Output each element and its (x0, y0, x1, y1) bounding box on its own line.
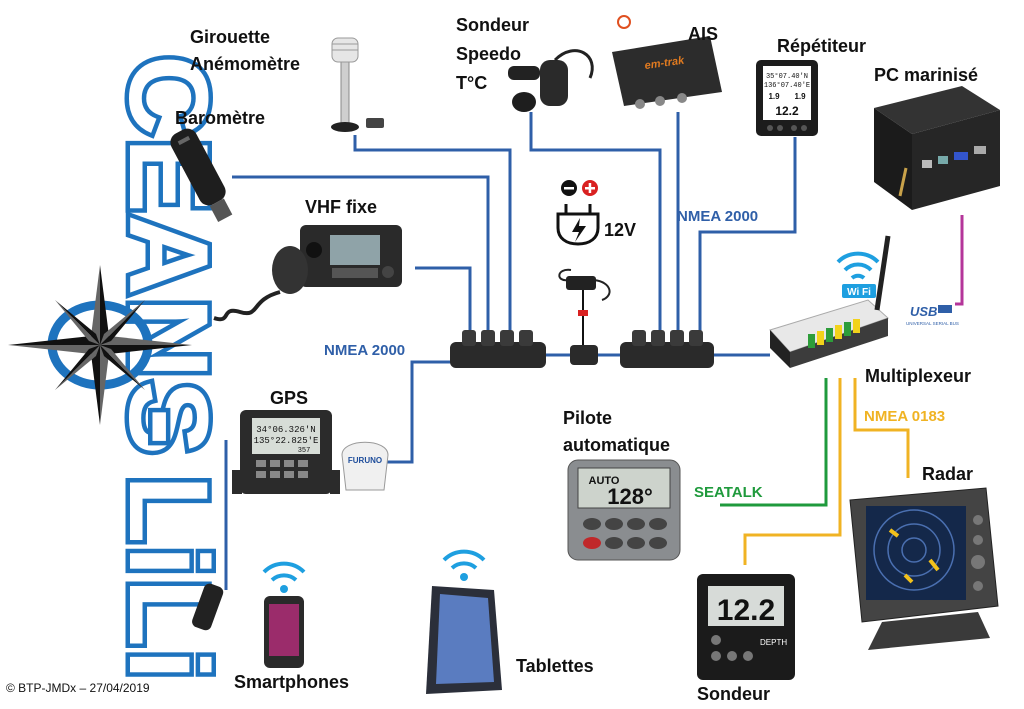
label-pilote-line1: Pilote (563, 408, 612, 428)
tablet-wifi-icon (442, 549, 486, 581)
usb-text: USB (910, 304, 937, 319)
brand-word-lili: LiLi (106, 475, 231, 682)
footer-copyright: © BTP-JMDx – 27/04/2019 (6, 681, 150, 695)
gps-heading: 357 (298, 447, 311, 455)
nmea2000-backbone-right (620, 330, 714, 368)
radar-display (849, 487, 999, 650)
ais-transponder: em-trak (612, 15, 722, 109)
gps-lon: 135°22.825'E (254, 436, 319, 446)
pilot-mode: AUTO (589, 475, 620, 487)
label-nmea2000-left: NMEA 2000 (324, 342, 405, 359)
repeater-val1: 1.9 (768, 92, 780, 101)
label-radar: Radar (922, 464, 973, 484)
label-smartphones: Smartphones (234, 672, 349, 692)
wire-seatalk (720, 378, 828, 507)
marine-pc (874, 86, 1000, 210)
label-ais: AIS (688, 24, 718, 44)
gps-brand: FURUNO (348, 456, 382, 465)
label-girouette: Girouette (190, 27, 270, 47)
pilot-heading: 128° (607, 484, 653, 509)
wire-gps (384, 360, 456, 464)
depth-label: DEPTH (760, 638, 787, 647)
wifi-badge-text: Wi Fi (847, 287, 871, 298)
gps-receiver: 34°06.326'N 135°22.825'E 357 (232, 410, 340, 494)
label-nmea2000-right: NMEA 2000 (677, 208, 758, 225)
gps-antenna: FURUNO (341, 441, 389, 491)
label-nmea0183: NMEA 0183 (864, 408, 945, 425)
nmea2000-wires (224, 112, 797, 590)
vhf-radio (213, 225, 402, 322)
label-tablettes: Tablettes (516, 656, 594, 676)
label-speedo: Speedo (456, 44, 521, 64)
usb-subtext: UNIVERSAL SERIAL BUS (906, 321, 959, 326)
label-pc-marinise: PC marinisé (874, 65, 978, 85)
wind-sensor (331, 37, 384, 132)
label-pilote-line2: automatique (563, 435, 670, 455)
label-anemometre: Anémomètre (190, 54, 300, 74)
speedo-transducer (508, 49, 594, 112)
gps-lat: 34°06.326'N (256, 425, 315, 435)
label-repetiteur: Répétiteur (777, 36, 866, 56)
label-temperature: T°C (456, 73, 487, 93)
label-vhf-fixe: VHF fixe (305, 197, 377, 217)
wire-girouette (353, 135, 512, 336)
label-barometre: Baromètre (175, 108, 265, 128)
power-supply (556, 180, 611, 316)
repeater-display: 35°07.40'N 136°07.40'E 1.9 1.9 12.2 (756, 60, 818, 136)
repeater-lat: 35°07.40'N (766, 72, 808, 81)
label-seatalk: SEATALK (694, 484, 763, 501)
smartphone-device (262, 561, 306, 668)
label-gps: GPS (270, 388, 308, 408)
repeater-lon: 136°07.40'E (764, 81, 810, 90)
label-12v: 12V (604, 220, 636, 240)
smartphone-wifi-icon (262, 561, 306, 593)
depth-value: 12.2 (717, 594, 775, 627)
wire-barometre (232, 175, 490, 336)
power-tee-connector (570, 345, 598, 365)
wire-sondeur-top (529, 112, 662, 336)
ais-brand: em-trak (644, 55, 686, 73)
wire-usb (955, 215, 964, 306)
device-labels: Girouette Anémomètre Baromètre Sondeur S… (175, 15, 978, 704)
wire-repetiteur (698, 137, 797, 336)
depth-sounder: 12.2 DEPTH (697, 574, 795, 680)
label-multiplexeur: Multiplexeur (865, 366, 971, 386)
autopilot-controller: AUTO 128° (567, 459, 681, 561)
compass-rose-icon (8, 265, 192, 425)
brand-dash: - (106, 408, 231, 445)
multiplexer-wifi-icon: Wi Fi (836, 251, 880, 298)
brand-logo: CEANS LiLi - (8, 51, 236, 687)
network-labels: NMEA 2000 NMEA 2000 NMEA 0183 SEATALK (324, 208, 945, 501)
wire-vhf (415, 266, 472, 336)
label-sondeur-top: Sondeur (456, 15, 529, 35)
gps-plug (192, 583, 224, 631)
repeater-val2: 1.9 (794, 92, 806, 101)
nmea2000-backbone-left (450, 330, 546, 368)
wire-nmea0183-sondeur (743, 378, 842, 565)
multiplexer-device (769, 235, 891, 368)
usb-logo: USB UNIVERSAL SERIAL BUS (906, 304, 959, 326)
label-sondeur-bottom: Sondeur (697, 684, 770, 704)
wire-nmea0183-radar (853, 378, 910, 478)
brand-word-ceans: CEANS (106, 55, 231, 457)
barometer-sensor (170, 128, 233, 222)
tablet-device (426, 549, 502, 694)
plug-icon (556, 204, 600, 246)
repeater-big: 12.2 (775, 104, 799, 118)
